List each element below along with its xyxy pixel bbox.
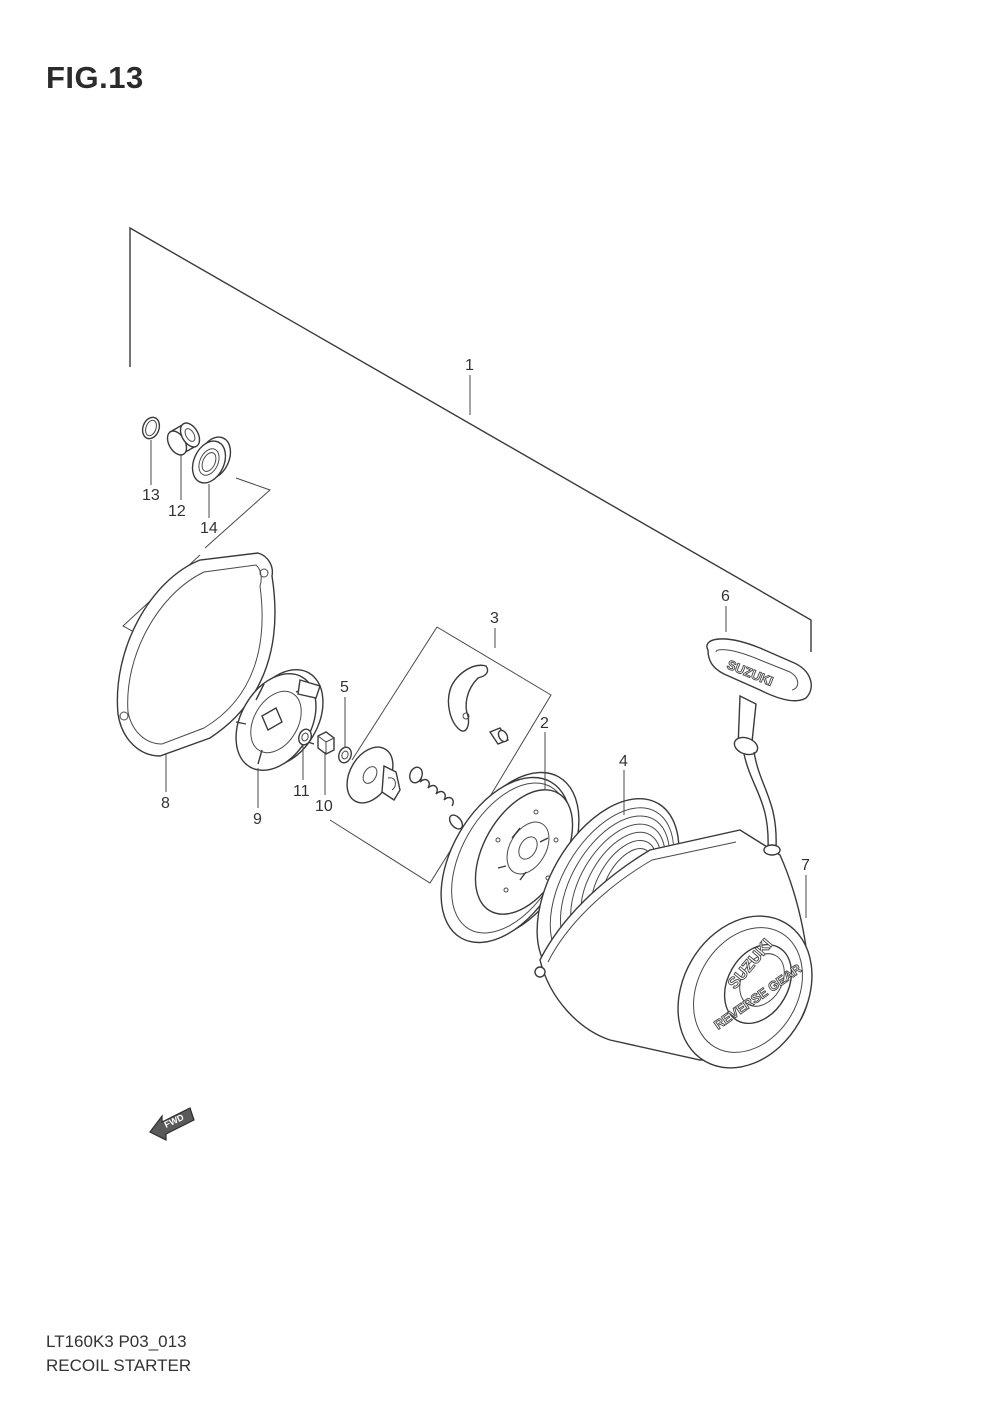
part-13-o-ring <box>141 416 161 440</box>
ratchet-guide-plate <box>346 746 401 804</box>
part-7-recoil-case: SUZUKI REVERSE GEAR <box>534 829 813 1069</box>
callout-9: 9 <box>253 811 262 828</box>
part-9-drive-hub <box>235 668 324 772</box>
assembly-bracket-1 <box>129 226 812 652</box>
callout-10: 10 <box>315 798 333 815</box>
callout-2: 2 <box>540 715 549 732</box>
callout-11: 11 <box>293 783 310 800</box>
fwd-arrow-icon: FWD <box>149 1107 195 1141</box>
callout-labels: 1 2 3 4 5 6 7 8 9 10 11 12 13 14 <box>142 357 810 874</box>
leader-lines <box>150 375 807 918</box>
part-12-collar <box>166 422 201 456</box>
part-6-handle: SUZUKI <box>706 638 812 856</box>
callout-13: 13 <box>142 487 160 504</box>
ratchet-pin <box>488 727 510 745</box>
part-10-nut <box>317 731 335 755</box>
part-5-washer <box>338 746 352 764</box>
callout-14: 14 <box>200 520 218 537</box>
callout-3: 3 <box>490 610 499 627</box>
part-3-ratchet-pawl <box>447 664 489 732</box>
figure-code: LT160K3 P03_013 <box>46 1332 187 1351</box>
callout-5: 5 <box>340 679 349 696</box>
part-8-gasket <box>116 552 276 757</box>
callout-4: 4 <box>619 753 628 770</box>
part-14-oil-seal <box>191 436 232 484</box>
ratchet-spring <box>409 766 464 830</box>
callout-12: 12 <box>168 503 186 520</box>
part-11-washer <box>298 728 312 746</box>
figure-name: RECOIL STARTER <box>46 1356 192 1375</box>
callout-7: 7 <box>801 857 810 874</box>
callout-8: 8 <box>161 795 170 812</box>
callout-6: 6 <box>721 588 730 605</box>
callout-1: 1 <box>465 357 474 374</box>
figure-title: FIG.13 <box>46 60 144 95</box>
